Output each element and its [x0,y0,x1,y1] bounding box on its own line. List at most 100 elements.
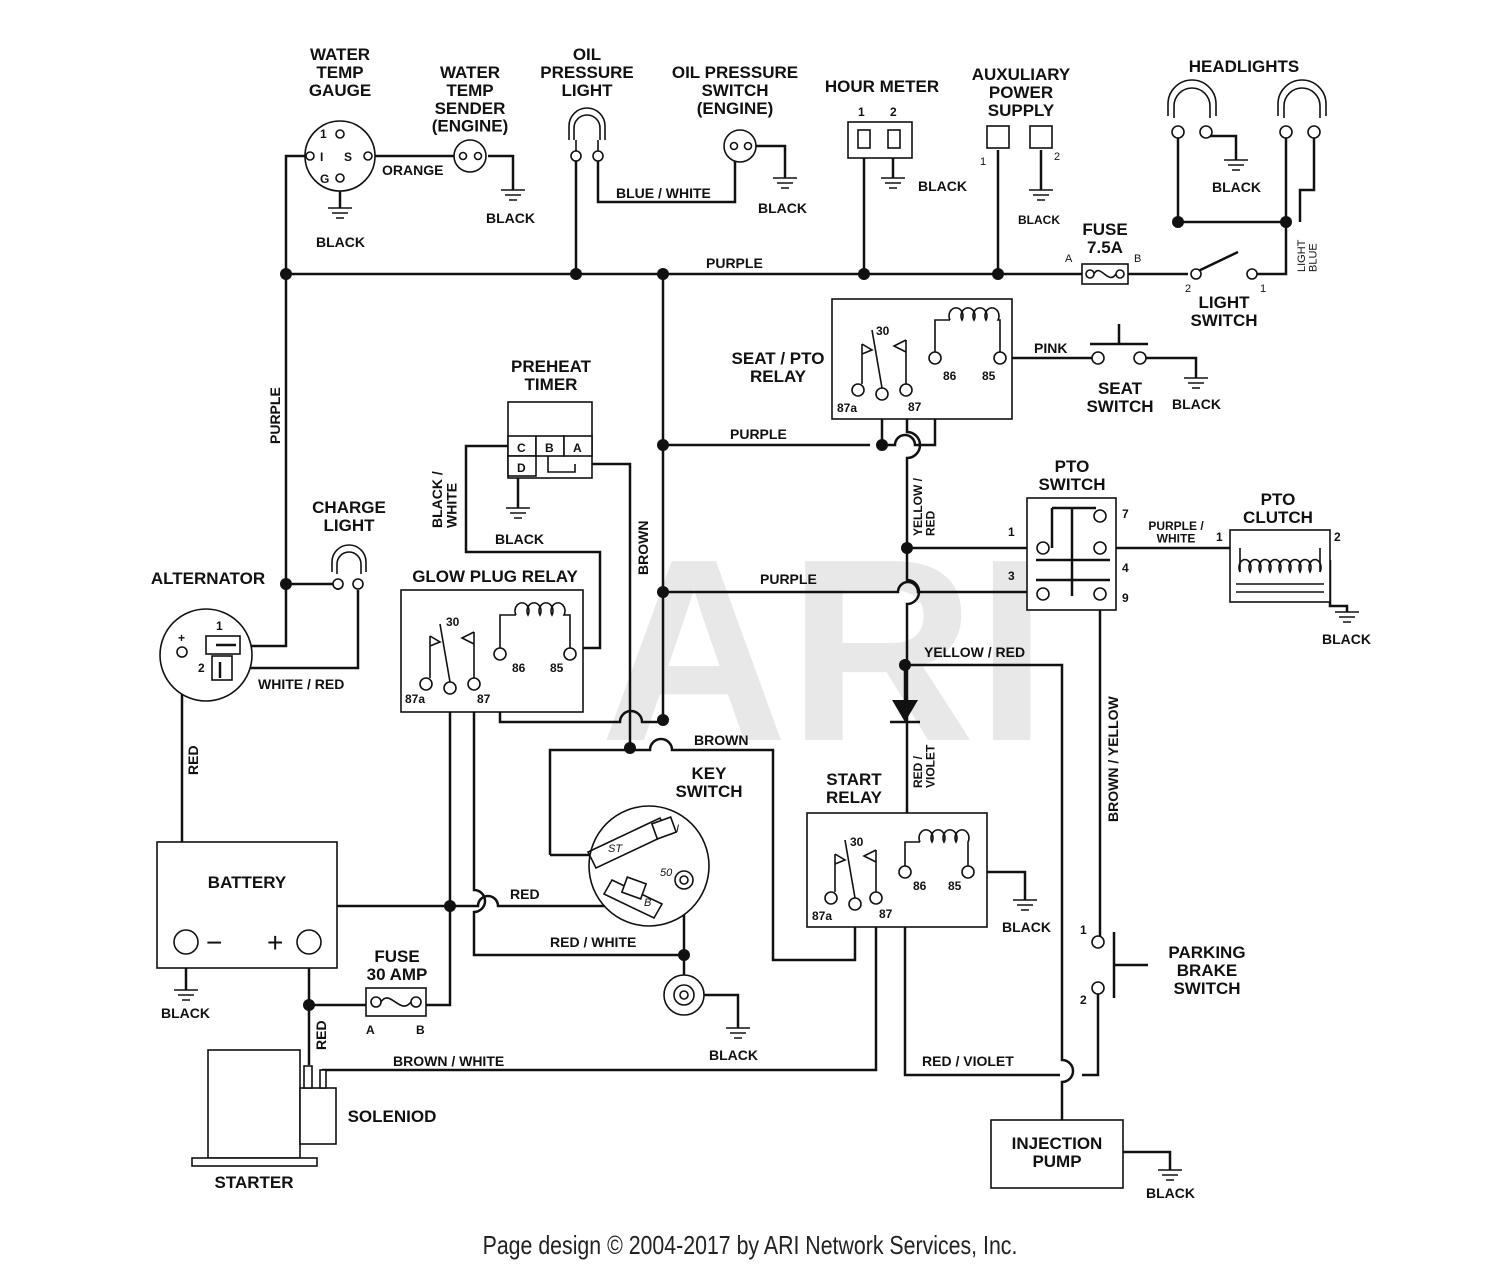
gauge-pin-s: S [344,150,352,164]
copyright-footer: Page design © 2004-2017 by ARI Network S… [482,1230,1018,1260]
wire-purple-pto: PURPLE [760,571,817,587]
wire-black-preheat: BLACK [495,531,544,547]
battery-minus: − [206,927,222,958]
starter-solenoid [191,1049,337,1167]
wire-yellow-red: YELLOW / RED [924,644,1025,660]
gauge-pin-g: G [320,172,329,186]
watermark: ARI [600,506,1048,796]
pto-clutch-pin-2: 2 [1334,530,1341,544]
pto-switch: 1 7 3 4 9 [1008,497,1129,611]
gauge-pin-1: 1 [320,127,327,141]
seat-relay-pin-30: 30 [876,324,890,338]
wire-black-gauge: BLACK [316,234,365,250]
wire-black-start-relay: BLACK [1002,919,1051,935]
wire-yellow-red-vertical: YELLOW /RED [911,477,938,536]
wire-purple-preheat: PURPLE [730,426,787,442]
key-switch-pin-i: I [676,823,679,835]
water-temp-gauge: 1 I S G [304,120,376,192]
junction-dots [280,216,1292,1011]
seat-relay-pin-86: 86 [943,369,957,383]
label-glow-plug-relay: GLOW PLUG RELAY [412,567,578,586]
wire-labels: ORANGE BLACK BLACK BLUE / WHITE BLACK BL… [161,162,1371,1201]
injection-pump [990,1119,1124,1189]
label-hour-meter: HOUR METER [825,77,939,96]
label-starter: STARTER [214,1173,293,1192]
wire-black-ground-terminal: BLACK [709,1047,758,1063]
alternator: + 1 2 [159,608,253,702]
wire-black-seat-switch: BLACK [1172,396,1221,412]
wire-orange: ORANGE [382,162,443,178]
fuse-30-pin-b: B [416,1023,425,1037]
key-switch-pin-50: 50 [660,867,673,879]
wire-pink: PINK [1034,340,1067,356]
wire-black-pto-clutch: BLACK [1322,631,1371,647]
wire-red-key: RED [510,886,540,902]
pto-switch-pin-3: 3 [1008,569,1015,583]
wire-red-alternator: RED [185,745,201,775]
fuse-30-amp: A B [365,987,427,1037]
key-switch-pin-b: B [644,897,651,909]
start-relay-pin-30: 30 [850,835,864,849]
hour-meter-pin-1: 1 [858,105,865,119]
wire-black-injection-pump: BLACK [1146,1185,1195,1201]
wire-black-sender: BLACK [486,210,535,226]
wire-black-oil-switch: BLACK [758,200,807,216]
alternator-pin-2: 2 [198,661,205,675]
ground-symbols [174,159,1359,1181]
light-switch: 2 1 [1185,268,1266,295]
light-switch-pin-2: 2 [1185,283,1191,295]
diode [890,665,920,724]
label-solenoid: SOLENIOD [348,1107,437,1126]
start-relay-pin-85: 85 [948,879,962,893]
alternator-pin-plus: + [178,631,185,645]
wire-black-white: BLACK /WHITE [429,471,460,528]
fuse-7-5a-pin-a: A [1065,253,1073,265]
wire-light-blue: LIGHTBLUE [1296,239,1320,272]
pto-switch-pin-9: 9 [1122,591,1129,605]
ground-terminal [663,974,705,1016]
fuse-30-pin-a: A [366,1023,375,1037]
wire-brown-white: BROWN / WHITE [393,1053,504,1069]
glow-relay-pin-86: 86 [512,661,526,675]
seat-relay-pin-85: 85 [982,369,996,383]
headlight-right [1277,79,1327,139]
wire-red-solenoid: RED [313,1020,329,1050]
battery-plus: + [267,927,283,958]
label-headlights: HEADLIGHTS [1189,57,1300,76]
fuse-7-5a-pin-b: B [1134,253,1141,265]
wire-black-battery: BLACK [161,1005,210,1021]
preheat-pin-a: A [573,441,582,455]
fuse-7-5a: A B [1065,253,1141,285]
glow-plug-relay: 30 87a 87 86 85 [400,589,584,713]
wiring-diagram: ARI [151,45,1371,1201]
glow-relay-pin-85: 85 [550,661,564,675]
start-relay-pin-86: 86 [913,879,927,893]
parking-brake-pin-2: 2 [1080,993,1087,1007]
oil-pressure-switch [723,129,757,163]
pto-switch-pin-7: 7 [1122,507,1129,521]
wire-red-violet: RED / VIOLET [922,1053,1014,1069]
oil-pressure-light [568,107,606,162]
water-temp-sender [453,139,487,173]
start-relay-pin-87: 87 [879,907,893,921]
wire-brown-yellow: BROWN / YELLOW [1105,695,1121,822]
seat-switch [1090,324,1148,365]
wire-red-violet-vertical: RED /VIOLET [911,744,938,788]
aux-pin-1: 1 [980,156,986,168]
aux-pin-2: 2 [1054,151,1060,163]
